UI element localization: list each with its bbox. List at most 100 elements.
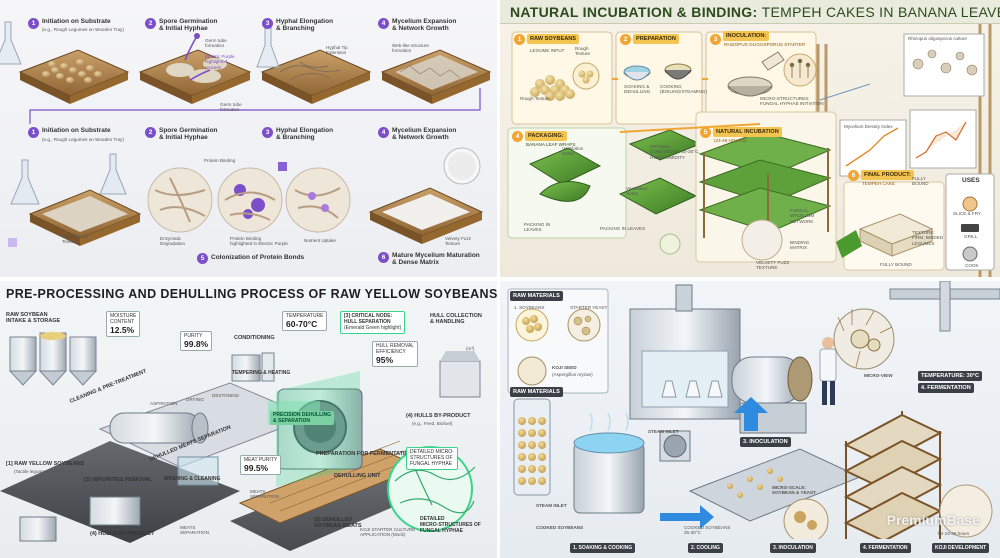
micro-scale-circle <box>783 498 829 544</box>
ventilation-label-2: Ventilation Holes <box>626 186 648 197</box>
hulls-bottom-label: (4) HULLS BY-PRODUCT <box>90 531 155 537</box>
use-item: COOK <box>965 263 979 268</box>
purity-gauge-label: PURITY <box>184 333 203 339</box>
density-chart-panel <box>839 119 907 177</box>
koji-illustration <box>500 281 1000 558</box>
flow-arrows <box>612 78 761 133</box>
title-bold: NATURAL INCUBATION & BINDING: <box>510 4 758 20</box>
temperature-tag: TEMPERATURE: 30°C <box>918 371 983 381</box>
fungal-network-label: FUNGAL MYCELIUM NETWORK <box>790 208 815 224</box>
step-number: 6 <box>848 170 859 181</box>
step-number: 1 <box>28 127 39 138</box>
washing-label: WASHING & CLEANING <box>164 476 221 482</box>
efficiency-gauge: HULL REMOVAL EFFICIENCY 95% <box>372 341 419 368</box>
callout-hyphal-tip: Hyphal Tip Extension <box>326 45 348 56</box>
callout-enzymatic: Enzymatic Degradation <box>160 236 186 247</box>
micro-structures-label: MICRO-STRUCTURES: FUNGAL HYPHAE INITIATI… <box>760 96 824 107</box>
tray-stage-3 <box>260 49 372 104</box>
temperature-gauge-label: TEMPERATURE <box>286 313 324 319</box>
koji-seed-sub: (Aspergillus oryzae) <box>552 372 593 377</box>
packing-leaves-label-2: PACKING IN LEAVES <box>600 226 646 231</box>
density-index-label: Mycelium Density Index <box>844 124 893 129</box>
meat-purity-gauge: MEAT PURITY 99.5% <box>240 455 282 476</box>
cooked-soybeans-label: COOKED SOYBEANS <box>536 525 584 530</box>
preparation-box <box>615 31 703 125</box>
detailed-micro-label-2: DETAILED MICRO-STRUCTURES OF FUNGAL HYPH… <box>420 516 481 534</box>
inoculation-sub: RHIZOPUS OLIGOSPORUS STARTER <box>724 42 806 47</box>
watermark: PremiumBase <box>886 512 980 528</box>
hulls-byproduct-sub: (e.g., Feed, Biofuel) <box>412 421 453 426</box>
moisture-gauge-label: MOISTURE CONTENT <box>110 313 137 325</box>
moisture-gauge: MOISTURE CONTENT 12.5% <box>106 311 141 338</box>
inoculation-tag: INOCULATION: <box>723 31 770 41</box>
callout-germ-tube: Germ tube formation <box>205 38 227 49</box>
step-title: Hyphal Elongation & Branching <box>276 127 334 142</box>
step-number: 3 <box>262 127 273 138</box>
callout-velvety-right: Velvety Fuzz Texture <box>445 236 472 247</box>
stage-banner-4: 4. FERMENTATION <box>860 543 911 553</box>
purity-value: 99.8% <box>184 339 209 349</box>
step-title: Initiation on Substrate <box>42 127 111 134</box>
flask-illustrations <box>0 21 280 205</box>
final-product-tag: FINAL PRODUCT: <box>861 170 914 180</box>
step-number: 5 <box>197 253 208 264</box>
meats-bottom-label: MEATS SEPARATION <box>180 525 209 536</box>
steam-inlet-label: STEAM INLET <box>536 503 567 508</box>
fermentation-rack <box>843 411 943 551</box>
unit-m3: (m³) <box>466 346 475 351</box>
step-title: Mycelium Expansion & Network Growth <box>392 127 457 142</box>
callout-velvety-left: Velvety Fuzz Texture <box>62 234 89 245</box>
callout-germ-tube-2: Germ tube formation <box>220 102 242 113</box>
efficiency-gauge-label: HULL REMOVAL EFFICIENCY <box>376 343 415 355</box>
line-chart-panel <box>909 109 977 169</box>
packaging-sub: BANANA LEAF WRAPS <box>526 142 576 147</box>
soaking-label: SOAKING & DEHULLING <box>624 84 651 95</box>
critical-node-sub: (Emerald Green highlight) <box>344 324 402 331</box>
packaging-tag: PACKAGING: <box>525 131 567 141</box>
step-number: 2 <box>620 34 631 45</box>
tray-stage-1 <box>18 49 130 104</box>
rough-texture-label: Rough Texture <box>575 46 591 57</box>
impurities-label: [2] IMPURITIES REMOVAL <box>84 477 153 483</box>
inoculation-drum <box>731 356 813 434</box>
temperature-gauge: TEMPERATURE 60-70°C <box>282 311 328 332</box>
dehulling-process-panel: PRE-PROCESSING AND DEHULLING PROCESS OF … <box>0 281 497 558</box>
incubation-rack <box>698 131 832 256</box>
meat-purity-value: 99.5% <box>244 463 269 473</box>
step-number: 4 <box>378 127 389 138</box>
stage-banner-1: 1. SOAKING & COOKING <box>570 543 636 553</box>
step-number: 3 <box>262 18 273 29</box>
packing-leaves-label: PACKING IN LEAVES <box>524 222 551 233</box>
raw-yellow-sub: (Tactile legume texture detail) <box>14 469 75 474</box>
raw-yellow-label: [1] RAW YELLOW SOYBEANS <box>6 461 85 467</box>
step-number: 5 <box>700 127 711 138</box>
tempering-label: TEMPERING & HEATING <box>232 370 291 376</box>
tray-stage-6 <box>368 147 484 244</box>
starter-yeast-label: STARTER YEAST <box>570 305 608 310</box>
optimal-conditions-label: OPTIMAL CONDITIONS: 30-35°C, HIGH HUMIDI… <box>650 144 700 160</box>
tray-stage-5 <box>28 189 142 246</box>
binding-matrix-label: BINDING MATRIX <box>790 240 810 251</box>
stage-banner-5: KOJI DEVELOPMENT <box>932 543 990 553</box>
koji-fermentation-panel: RAW MATERIALS 1. SOYBEANS STARTER YEAST … <box>500 281 1000 558</box>
flow-arrow <box>29 88 481 124</box>
dehulled-soybean-meats-label: (5) DEHULLED SOYBEAN MEATS <box>314 517 362 530</box>
step-title: Mature Mycelium Maturation & Dense Matri… <box>392 252 480 267</box>
micro-view-label: MICRO-VIEW <box>864 373 893 378</box>
panel-title: PRE-PROCESSING AND DEHULLING PROCESS OF … <box>6 287 497 301</box>
step-number: 4 <box>512 131 523 142</box>
fully-bound-label: FULLY BOUND <box>912 176 929 187</box>
incubation-tag: NATURAL INCUBATION <box>713 127 782 137</box>
detailed-micro-callout: DETAILED MICRO- STRUCTURES OF FUNGAL HYP… <box>406 447 458 471</box>
silos <box>8 332 98 386</box>
final-product-sub: TEMPEH CAKE <box>862 181 895 186</box>
rough-texture-label-2: Rough Texture <box>520 96 550 101</box>
critical-node-title: [3] CRITICAL NODE: HULL SEPARATION <box>344 313 393 325</box>
uses-title: USES <box>962 177 980 184</box>
use-item: SLICE & FRY <box>953 211 981 216</box>
drum-separator <box>109 412 209 444</box>
raw-materials-tag: RAW MATERIALS <box>510 387 563 397</box>
step-title: Initiation on Substrate <box>42 18 111 25</box>
micro-circles <box>147 167 351 233</box>
prep-fermentation-label: PREPARATION FOR FERMENTATION <box>316 451 413 457</box>
